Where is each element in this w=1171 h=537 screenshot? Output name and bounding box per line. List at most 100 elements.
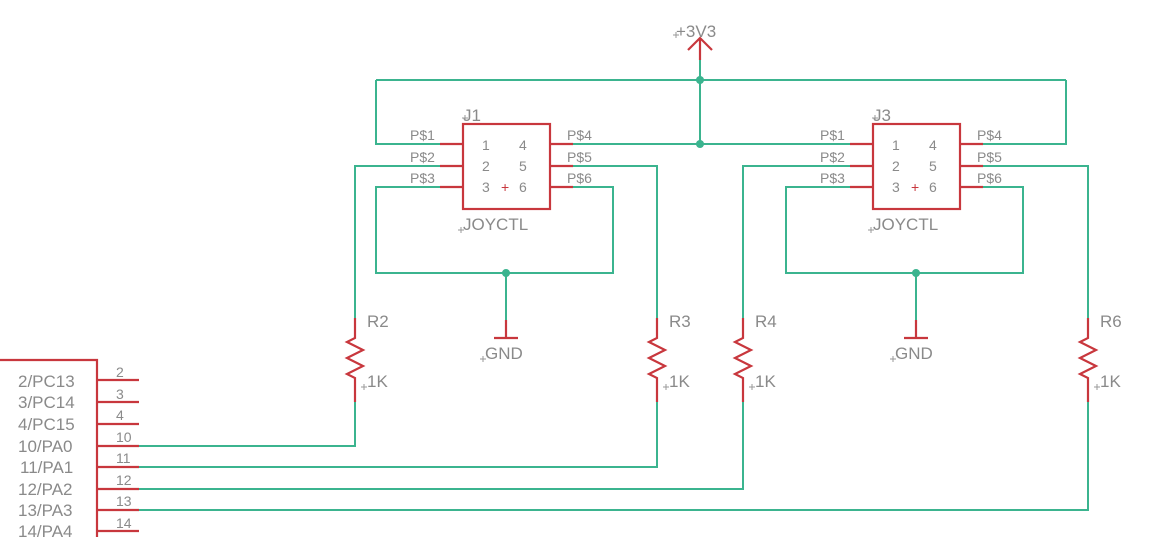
junction-dot (696, 76, 704, 84)
origin-cross-icon (1094, 384, 1100, 390)
origin-cross-icon (673, 32, 679, 38)
pin-number: 4 (929, 137, 937, 153)
ground-symbol-2: GND (890, 320, 933, 363)
power-arrow-icon (687, 36, 713, 60)
origin-cross-icon (749, 384, 755, 390)
pin-number: 5 (929, 158, 937, 174)
mcu-pin-number: 14 (116, 515, 132, 531)
resistor-zigzag-icon (646, 318, 668, 402)
pin-number: 5 (519, 158, 527, 174)
joystick-value: JOYCTL (873, 215, 938, 234)
resistor-zigzag-icon (344, 318, 366, 402)
joystick-body (871, 122, 962, 211)
mcu-pin-number: 13 (116, 493, 132, 509)
pin-number: 2 (892, 158, 900, 174)
resistor-zigzag-icon (732, 318, 754, 402)
mcu-pin-name: 3/PC14 (18, 393, 75, 412)
joystick-pins (440, 142, 573, 189)
origin-cross-icon (361, 384, 367, 390)
resistor-zigzag-icon (1077, 318, 1099, 402)
resistor-ref: R6 (1100, 312, 1122, 331)
origin-cross-icon (872, 115, 878, 121)
resistor-value: 1K (755, 372, 776, 391)
pin-label: P$6 (977, 170, 1002, 186)
ground-symbol-1: GND (480, 320, 523, 363)
resistor-ref: R3 (669, 312, 691, 331)
pin-label: P$2 (820, 149, 845, 165)
resistor-r3: R3 1K (646, 312, 691, 402)
joystick-j1: J1 JOYCTL P$1 P$2 P$3 P$4 P$5 P$6 1 2 3 … (410, 106, 592, 234)
resistor-r2: R2 1K (344, 312, 389, 402)
pin-label: P$4 (567, 127, 592, 143)
j1-p5-r3-wire (97, 165, 658, 468)
pin-number: 6 (929, 179, 937, 195)
ground-icon (494, 320, 518, 340)
joystick-ref: J3 (873, 106, 891, 125)
wires (97, 42, 1089, 511)
pin-label: P$1 (410, 127, 435, 143)
origin-plus: + (501, 179, 509, 195)
joystick-body (461, 122, 552, 211)
mcu-pin-number: 2 (116, 364, 124, 380)
resistor-value: 1K (669, 372, 690, 391)
joystick-j3: J3 JOYCTL P$1 P$2 P$3 P$4 P$5 P$6 1 2 3 … (820, 106, 1002, 234)
resistor-r4: R4 1K (732, 312, 777, 402)
origin-cross-icon (890, 356, 896, 362)
mcu-pin-number: 10 (116, 429, 132, 445)
pin-label: P$3 (410, 170, 435, 186)
origin-cross-icon (868, 227, 874, 233)
ground-icon (904, 320, 928, 340)
origin-cross-icon (458, 227, 464, 233)
resistor-ref: R2 (367, 312, 389, 331)
resistor-r6: R6 1K (1077, 312, 1122, 402)
joystick-pins (850, 142, 983, 189)
pin-number: 3 (482, 179, 490, 195)
power-label: +3V3 (676, 22, 716, 41)
pin-number: 4 (519, 137, 527, 153)
pin-number: 3 (892, 179, 900, 195)
pin-label: P$5 (567, 149, 592, 165)
pin-number: 1 (892, 137, 900, 153)
joystick-ref: J1 (463, 106, 481, 125)
mcu-pin-number: 3 (116, 386, 124, 402)
ground-label: GND (895, 344, 933, 363)
junction-dot (502, 269, 510, 277)
origin-cross-icon (462, 115, 468, 121)
j1-p2-r2-wire (97, 165, 463, 447)
pin-number: 2 (482, 158, 490, 174)
pin-number: 6 (519, 179, 527, 195)
origin-plus: + (911, 179, 919, 195)
pin-number: 1 (482, 137, 490, 153)
pin-label: P$2 (410, 149, 435, 165)
origin-cross-icon (663, 384, 669, 390)
pin-label: P$4 (977, 127, 1002, 143)
mcu-pin-number: 11 (116, 450, 131, 466)
joystick-value: JOYCTL (463, 215, 528, 234)
ground-label: GND (485, 344, 523, 363)
j1-gnd-loop-wire (375, 186, 614, 320)
mcu-pin-name: 12/PA2 (18, 480, 73, 499)
junction-dot (696, 140, 704, 148)
power-symbol-3v3: +3V3 (673, 22, 716, 60)
mcu-pin-number: 4 (116, 407, 124, 423)
junction-dot (912, 269, 920, 277)
origin-cross-icon (480, 356, 486, 362)
mcu-pin-name: 10/PA0 (18, 437, 73, 456)
pin-label: P$3 (820, 170, 845, 186)
pin-label: P$5 (977, 149, 1002, 165)
pin-label: P$1 (820, 127, 845, 143)
power-net-wire (375, 42, 1067, 145)
resistor-value: 1K (1100, 372, 1121, 391)
resistor-ref: R4 (755, 312, 777, 331)
j3-p5-r6-wire (97, 165, 1089, 511)
j3-p2-r4-wire (97, 165, 873, 490)
mcu-header: 2/PC13 3/PC14 4/PC15 10/PA0 11/PA1 12/PA… (0, 358, 139, 537)
resistor-value: 1K (367, 372, 388, 391)
mcu-body (0, 358, 99, 537)
mcu-pin-name: 2/PC13 (18, 372, 75, 391)
mcu-pins (97, 378, 139, 533)
mcu-pin-name: 14/PA4 (18, 522, 73, 537)
mcu-pin-name: 4/PC15 (18, 415, 75, 434)
j3-gnd-loop-wire (785, 186, 1024, 320)
